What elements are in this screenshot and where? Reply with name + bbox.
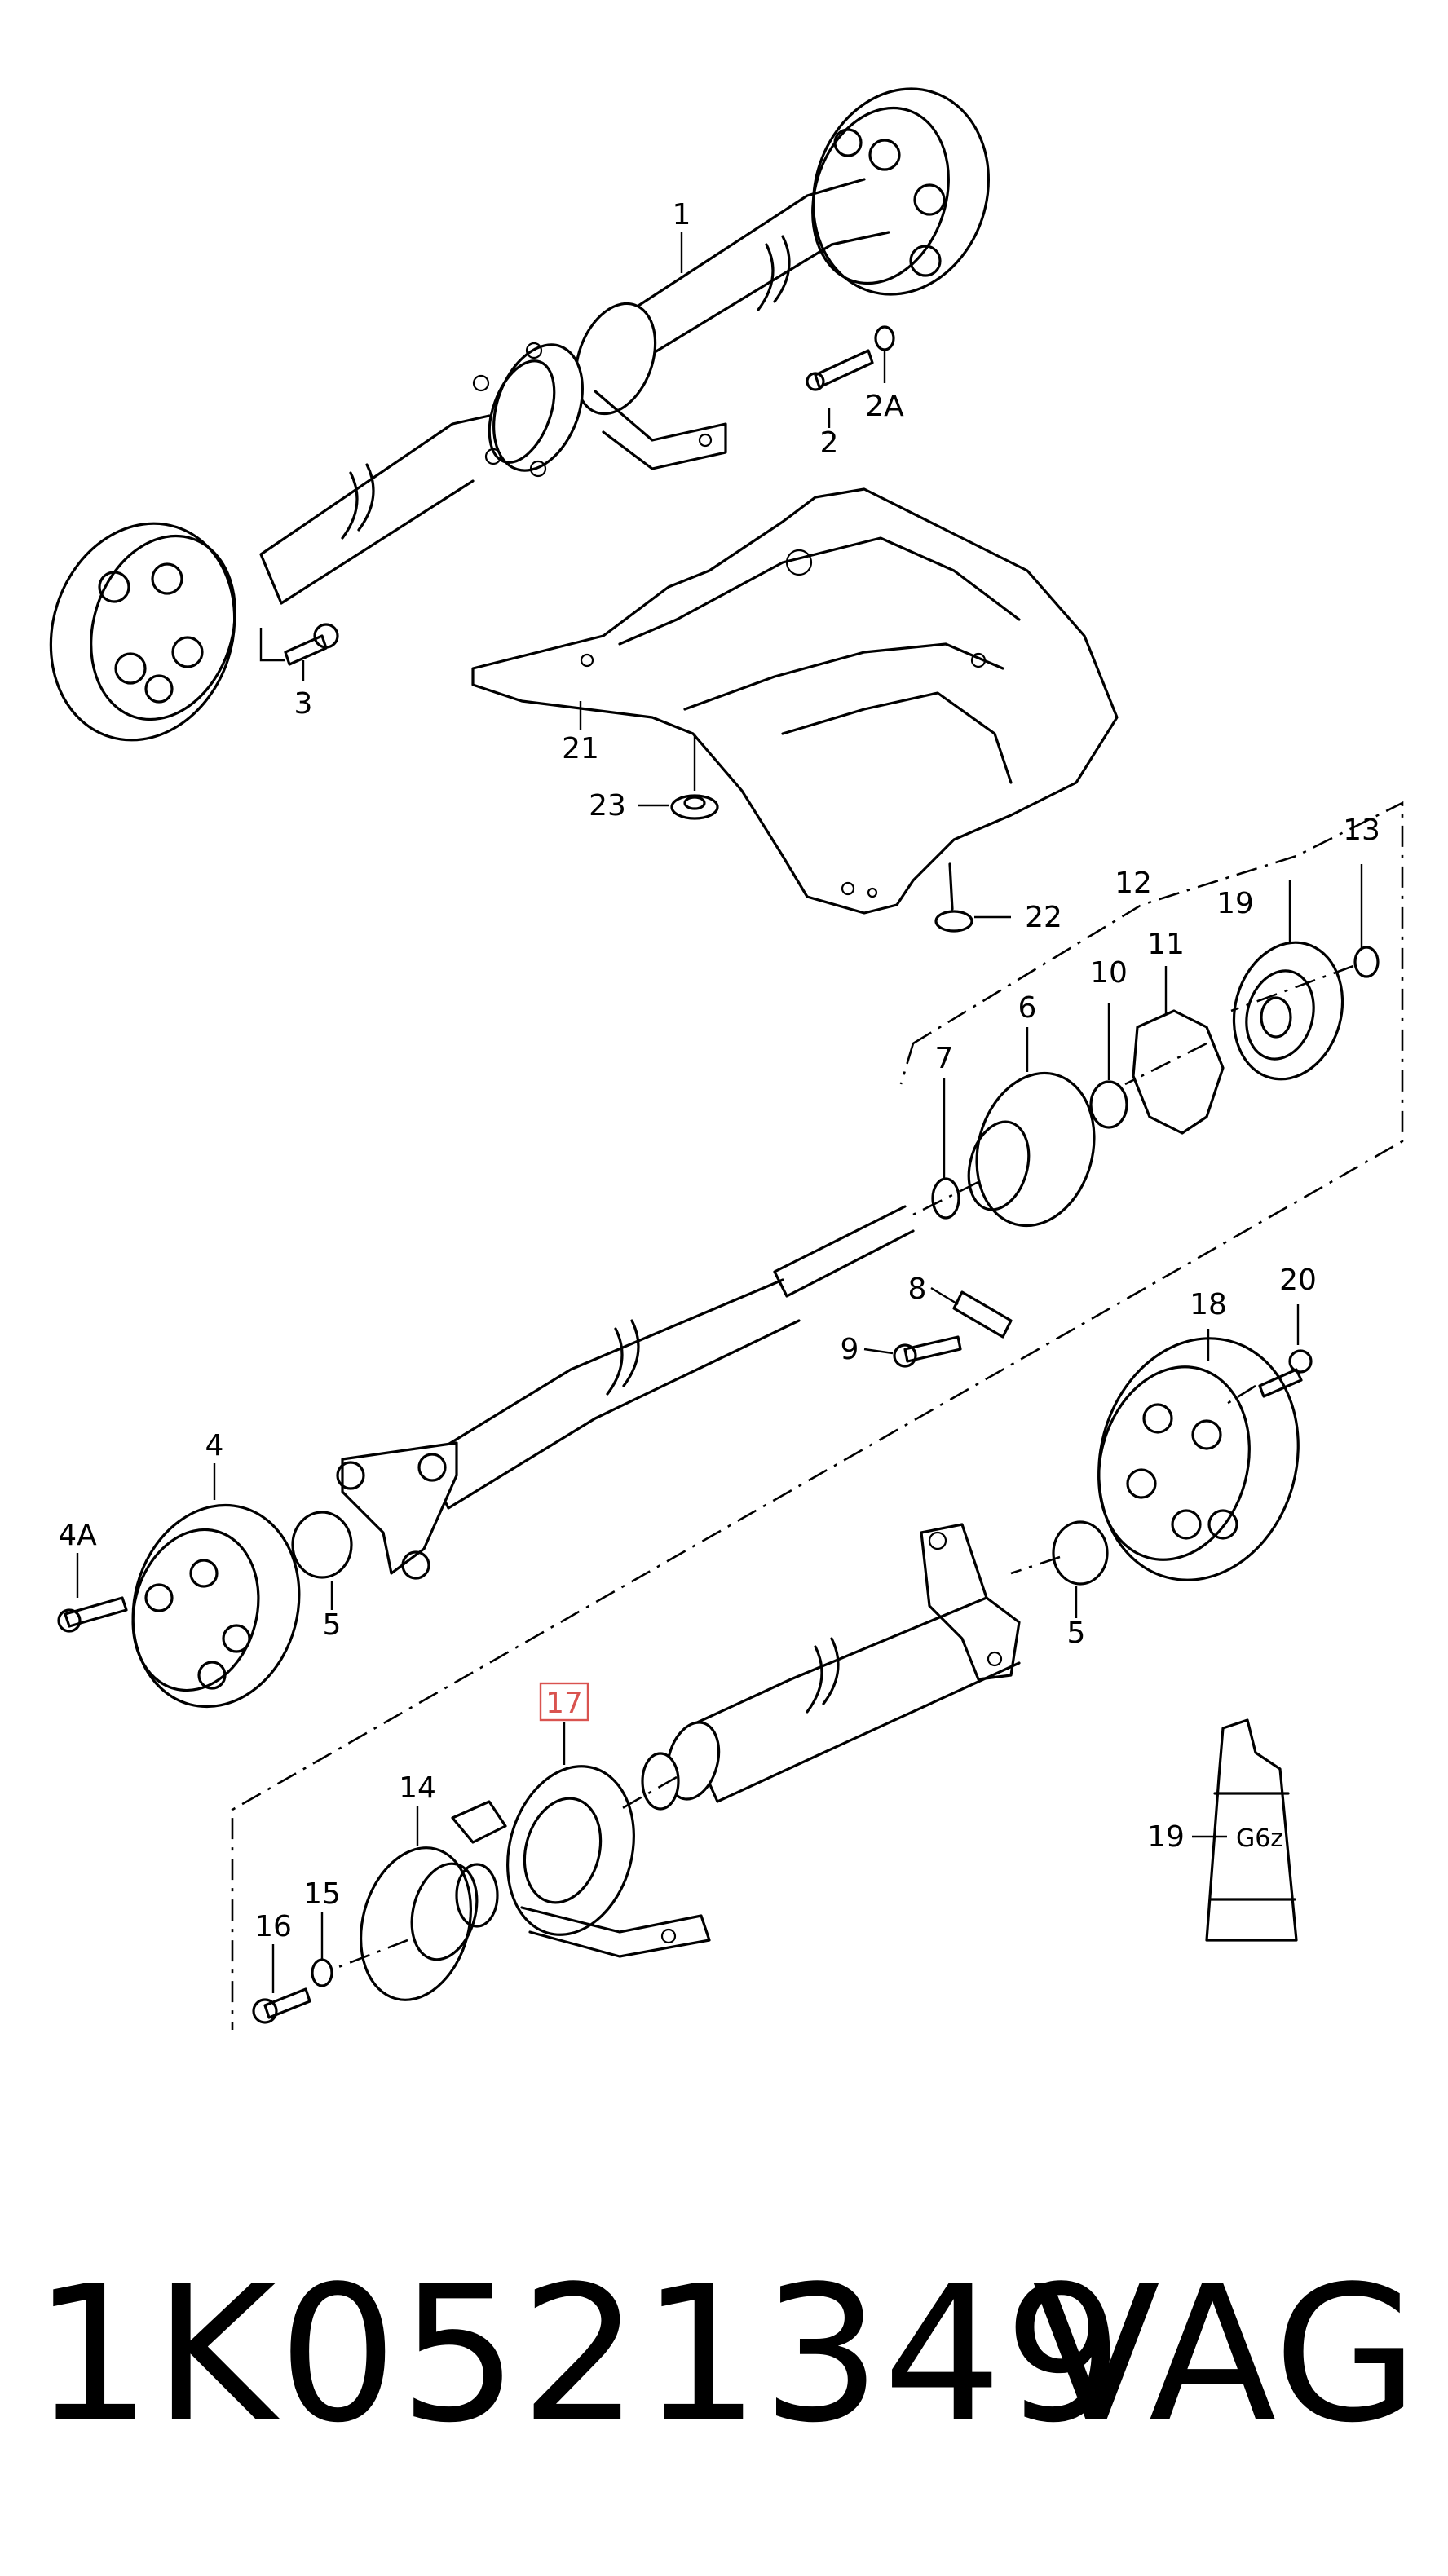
callout-7: 7	[935, 1042, 954, 1075]
callout-20: 20	[1279, 1264, 1317, 1297]
callout-11: 11	[1147, 928, 1185, 961]
part-number: 1K0521349	[33, 2247, 1125, 2464]
washer-2a-icon	[874, 325, 895, 351]
propshaft-rear	[57, 941, 1380, 1709]
callout-14: 14	[399, 1771, 436, 1805]
nut-23-icon	[670, 794, 719, 820]
callout-5-left: 5	[323, 1608, 342, 1642]
propshaft-lower	[252, 1337, 1313, 2024]
callout-18: 18	[1190, 1288, 1227, 1321]
callout-17: 17	[545, 1687, 583, 1720]
axis-upper	[912, 964, 1354, 1216]
callout-13: 13	[1343, 814, 1380, 847]
axis-lower	[333, 1384, 1256, 1970]
callout-1: 1	[673, 198, 691, 232]
callout-22: 22	[1025, 901, 1062, 934]
callout-17-highlight-box	[539, 1682, 589, 1722]
callout-2a: 2A	[865, 390, 904, 423]
assembly-boundary	[231, 801, 1404, 2030]
callout-19-bottom: 19	[1147, 1820, 1185, 1854]
bolt-2-icon	[806, 349, 874, 391]
heat-shield	[471, 487, 1119, 915]
callout-3: 3	[294, 687, 313, 721]
bolt-3-icon	[284, 623, 339, 666]
callout-8: 8	[908, 1273, 927, 1306]
callout-2: 2	[820, 426, 839, 460]
screw-22-icon	[934, 862, 973, 933]
grease-code: G6z	[1236, 1824, 1283, 1853]
leader-lines	[76, 232, 1363, 1993]
propshaft-front	[49, 87, 991, 742]
callout-12: 12	[1115, 867, 1152, 900]
callout-19-top: 19	[1216, 887, 1254, 920]
callout-15: 15	[303, 1877, 341, 1911]
callout-6: 6	[1018, 991, 1037, 1025]
callout-4a: 4A	[58, 1519, 97, 1552]
callout-9: 9	[841, 1333, 859, 1366]
callout-16: 16	[254, 1910, 292, 1943]
brand-name: VAG	[1031, 2247, 1419, 2464]
grease-tube-icon	[1205, 1718, 1298, 1942]
callout-10: 10	[1090, 956, 1128, 990]
callout-23: 23	[589, 789, 626, 823]
callout-21: 21	[562, 732, 599, 765]
callout-4: 4	[205, 1429, 224, 1462]
footer: 1K0521349 VAG	[0, 2234, 1448, 2478]
callout-5-right: 5	[1067, 1617, 1086, 1650]
